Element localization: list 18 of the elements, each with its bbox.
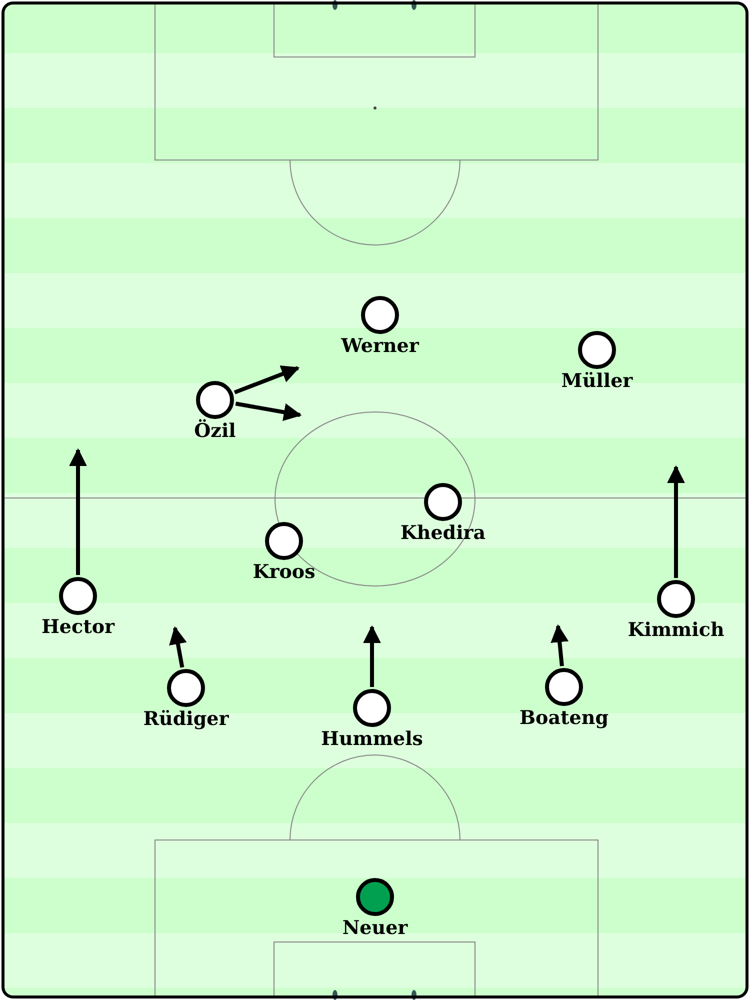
player-name: Khedira xyxy=(400,522,486,544)
player-name: Kimmich xyxy=(628,619,724,641)
player-name: Werner xyxy=(341,335,419,357)
player-name: Kroos xyxy=(252,561,316,583)
player-name: Müller xyxy=(561,370,633,392)
player-name: Rüdiger xyxy=(143,708,229,730)
player-name: Özil xyxy=(194,420,236,442)
player-name: Hummels xyxy=(321,728,423,750)
player-name: Boateng xyxy=(520,707,608,729)
arrow xyxy=(234,365,300,394)
arrow xyxy=(235,402,302,422)
arrow xyxy=(363,625,381,687)
arrow xyxy=(169,626,187,668)
arrow xyxy=(550,624,569,666)
player-name: Neuer xyxy=(342,917,408,939)
arrow xyxy=(69,448,87,575)
player-name: Hector xyxy=(41,616,115,638)
arrow xyxy=(667,465,685,578)
